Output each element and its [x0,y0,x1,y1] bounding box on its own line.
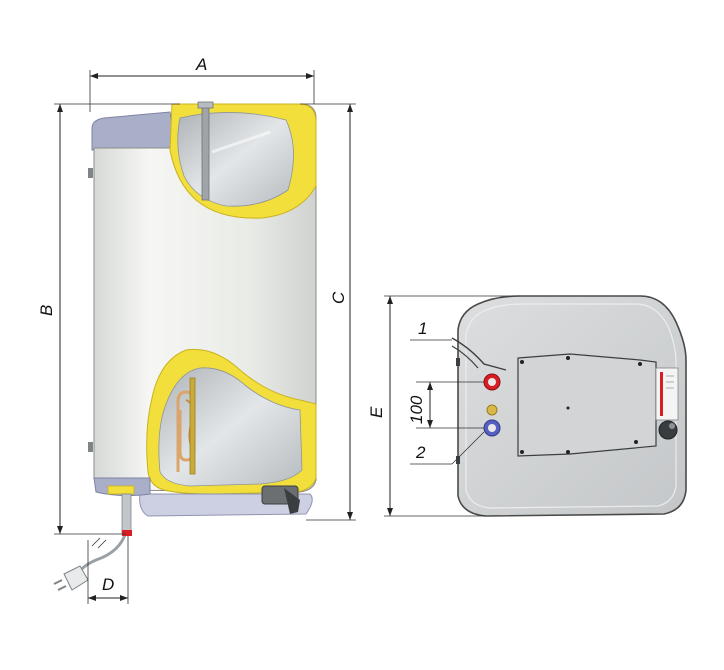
label-d: D [102,575,114,594]
dimension-a: A [89,55,315,112]
power-plug [63,565,89,591]
callout-2-label: 2 [415,443,426,462]
middle-port [486,404,498,416]
label-c: C [329,291,348,304]
top-cap [91,111,177,151]
front-cutaway-view [53,101,317,591]
callout-1: 1 [410,319,452,341]
dimension-d: D [87,536,129,604]
dimension-c: C [300,103,356,521]
label-b: B [37,305,56,316]
side-view [451,295,687,517]
callout-1-label: 1 [418,319,427,338]
dimension-b: B [37,103,180,535]
power-cable [74,494,128,577]
anode-rod [189,377,196,475]
thermostat-knob [658,420,678,440]
dimension-spacing: 100 [407,381,484,429]
callout-2: 2 [410,431,485,465]
cable-gland [122,530,132,536]
label-e: E [367,406,386,418]
dimension-e: E [367,295,520,517]
top-outlet-pipe [201,103,210,201]
label-a: A [195,55,207,74]
label-spacing: 100 [407,395,426,424]
